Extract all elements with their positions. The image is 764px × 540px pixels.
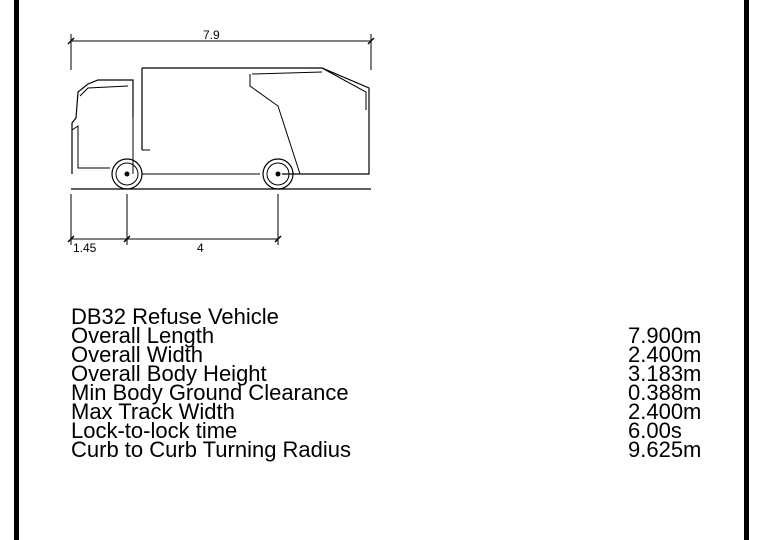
vehicle-name: DB32 Refuse Vehicle <box>71 304 279 329</box>
refuse-body-outline <box>142 67 370 175</box>
spec-value: 7.900m <box>628 323 702 348</box>
spec-row: Overall Length 7.900m <box>71 323 733 348</box>
wheelbase-label: 4 <box>197 241 204 255</box>
spec-value: 2.400m <box>628 399 702 424</box>
rear-wheel <box>262 158 294 190</box>
cab-window <box>79 85 129 97</box>
overall-length-dimension <box>67 34 375 70</box>
spec-row: Lock-to-lock time 6.00s <box>71 418 733 443</box>
frame-border-left <box>14 0 19 540</box>
axle-dimensions <box>67 194 282 245</box>
spec-label: Min Body Ground Clearance <box>71 380 349 405</box>
cab-lower-panel <box>71 125 110 169</box>
spec-value: 0.388m <box>628 380 702 405</box>
spec-label: Overall Body Height <box>71 361 267 386</box>
spec-label: Overall Width <box>71 342 204 367</box>
front-overhang-label: 1.45 <box>73 241 97 255</box>
spec-value: 2.400m <box>628 342 702 367</box>
spec-label: Overall Length <box>71 323 215 348</box>
spec-row: Overall Width 2.400m <box>71 342 733 367</box>
tailgate-outline <box>249 67 367 175</box>
spec-label: Lock-to-lock time <box>71 418 238 443</box>
spec-value: 3.183m <box>628 361 702 386</box>
front-wheel <box>111 158 143 190</box>
vehicle-spec-table: DB32 Refuse Vehicle Overall Length 7.900… <box>71 304 733 462</box>
cab-outline <box>71 79 134 174</box>
vehicle-side-elevation-drawing: 7.9 1.45 4 <box>67 28 375 255</box>
spec-label: Max Track Width <box>71 399 235 424</box>
spec-value: 9.625m <box>628 437 702 462</box>
spec-label: Curb to Curb Turning Radius <box>71 437 352 462</box>
spec-row: Overall Body Height 3.183m <box>71 361 733 386</box>
spec-value: 6.00s <box>628 418 682 443</box>
spec-row: Max Track Width 2.400m <box>71 399 733 424</box>
frame-border-right <box>744 0 749 540</box>
spec-row: Curb to Curb Turning Radius 9.625m <box>71 437 733 462</box>
spec-row: Min Body Ground Clearance 0.388m <box>71 380 733 405</box>
overall-length-label: 7.9 <box>203 28 220 42</box>
